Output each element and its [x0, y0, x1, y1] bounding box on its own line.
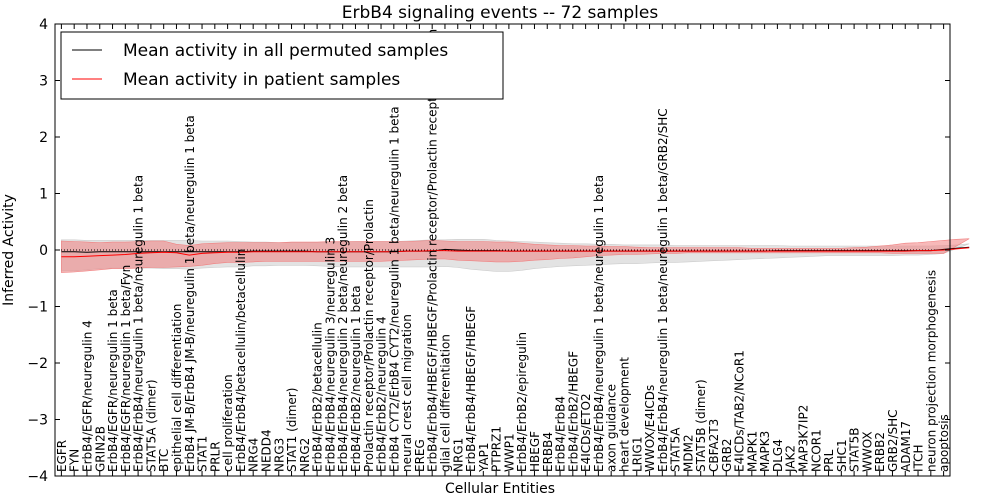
- x-tick-label: NRG2: [298, 438, 312, 472]
- series-band-2: [61, 238, 970, 273]
- x-tick-label: SHC1: [835, 439, 849, 472]
- x-tick-label: CBFA2T3: [707, 419, 721, 472]
- x-tick-label: axon guidance: [605, 384, 619, 472]
- x-tick-label: GRB2: [720, 438, 734, 472]
- x-tick-label: ERBB2: [873, 432, 887, 472]
- x-tick-label: ErbB4/ErbB4: [554, 396, 568, 472]
- x-tick-label: ErbB4/EGFR/neuregulin 1 beta: [106, 289, 120, 472]
- x-tick-label: neuron projection morphogenesis: [924, 270, 938, 472]
- y-axis-label: Inferred Activity: [1, 194, 17, 306]
- x-tick-label: ErbB4/ErbB2/betacellulin: [311, 322, 325, 472]
- x-tick-label: JAK2: [784, 445, 798, 473]
- x-tick-label: STAT5B: [848, 428, 862, 473]
- x-tick-label: ErbB4 JM-B/ErbB4 JM-B/neuregulin 1 beta/…: [183, 115, 197, 472]
- x-tick-label: NEDD4: [260, 429, 274, 472]
- plot-frame: [54, 23, 951, 477]
- x-tick-label: ErbB4/ErbB4/neuregulin 1 beta/neuregulin…: [656, 108, 670, 472]
- x-tick-label: MAPK1: [745, 431, 759, 472]
- chart-title: ErbB4 signaling events -- 72 samples: [342, 3, 659, 23]
- x-tick-label: E4ICDs/ETO2: [579, 393, 593, 472]
- x-tick-label: NRG4: [247, 438, 261, 472]
- x-tick-label: WWOX/E4ICDs: [643, 385, 657, 472]
- x-tick-label: ErbB4/ErbB2/epiregulin: [515, 332, 529, 472]
- x-tick-label: ErbB4/ErbB4/HBEGF/HBEGF: [464, 306, 478, 472]
- x-axis-label: Cellular Entities: [445, 481, 555, 497]
- x-tick-label: STAT1: [196, 436, 210, 472]
- y-tick-label: −3: [27, 413, 48, 429]
- x-tick-label: STAT5A: [669, 427, 683, 472]
- x-tick-label: ErbB4/ErbB4/neuregulin 2 beta/neuregulin…: [336, 175, 350, 472]
- x-tick-label: STAT5B (dimer): [694, 379, 708, 472]
- y-tick-label: 2: [39, 130, 48, 146]
- y-tick-label: −2: [27, 356, 48, 372]
- x-tick-label: NRG1: [451, 438, 465, 472]
- y-tick-label: 0: [39, 243, 48, 259]
- x-tick-label: WWOX: [860, 431, 874, 472]
- x-tick-label: ErbB4/ErbB4/HBEGF/HBEGF/Prolactin recept…: [426, 29, 440, 472]
- y-tick-label: 3: [39, 74, 48, 90]
- x-tick-label: EREG: [413, 439, 427, 472]
- x-tick-label: ErbB4/ErbB2/neuregulin 4: [375, 316, 389, 472]
- x-tick-label: ErbB4/ErbB4/betacellulin/betacellulin: [234, 249, 248, 472]
- x-tick-label: GRIN2B: [93, 426, 107, 472]
- x-tick-label: NCOR1: [809, 429, 823, 472]
- x-tick-label: ErbB4/ErbB2/HBEGF: [566, 351, 580, 472]
- legend: Mean activity in all permuted samplesMea…: [60, 31, 504, 100]
- x-tick-label: ITCH: [912, 444, 926, 472]
- y-axis: −4 −3 −2 −1 0 1 2 3 4: [27, 17, 950, 485]
- x-tick-label: WWP1: [502, 433, 516, 472]
- x-tick-label: ERBB4: [541, 432, 555, 472]
- x-tick-label: STAT1 (dimer): [285, 388, 299, 472]
- x-tick-label: GRB2/SHC: [886, 409, 900, 472]
- x-tick-label: DLG4: [771, 439, 785, 472]
- x-tick-label: MDM2: [681, 434, 695, 472]
- x-tick-label: FYN: [68, 449, 82, 472]
- confidence-bands: [61, 238, 970, 273]
- x-tick-label: PRLR: [208, 441, 222, 472]
- legend-box: [60, 31, 504, 100]
- x-tick-label: LRIG1: [630, 437, 644, 473]
- series-lines: [55, 246, 970, 258]
- legend-label-1: Mean activity in all permuted samples: [123, 41, 448, 61]
- x-tick-label: Prolactin receptor/Prolactin receptor/Pr…: [362, 199, 376, 472]
- x-tick-label: HBEGF: [528, 431, 542, 472]
- y-tick-label: 1: [39, 187, 48, 203]
- x-tick-label: E4ICDs/TAB2/NCoR1: [733, 350, 747, 472]
- x-tick-label: ErbB4 CYT2/ErbB4 CYT2/neuregulin 1 beta/…: [387, 106, 401, 472]
- x-tick-label: STAT5A (dimer): [144, 379, 158, 472]
- x-tick-label: YAP1: [477, 443, 491, 473]
- x-tick-label: heart development: [618, 357, 632, 472]
- x-tick-label: glial cell differentiation: [439, 334, 453, 472]
- x-tick-label: ErbB4/ErbB4/neuregulin 3/neuregulin 3: [323, 237, 337, 472]
- x-tick-label: ADAM17: [899, 421, 913, 472]
- x-tick-label: PTPRZ1: [490, 426, 504, 472]
- x-tick-label: ErbB4/EGFR/neuregulin 4: [81, 320, 95, 472]
- x-tick-label: MAPK3: [758, 431, 772, 472]
- x-tick-label: ErbB4/ErbB4/neuregulin 1 beta/neuregulin…: [592, 175, 606, 472]
- series-line-2: [61, 247, 970, 258]
- x-tick-label: ErbB4/EGFR/neuregulin 1 beta/Fyn: [119, 265, 133, 472]
- x-tick-label: cell proliferation: [221, 374, 235, 472]
- y-tick-label: −4: [27, 469, 48, 485]
- x-tick-label: BTC: [157, 449, 171, 472]
- x-tick-label: epithelial cell differentiation: [170, 304, 184, 472]
- legend-label-2: Mean activity in patient samples: [123, 70, 400, 90]
- x-tick-label: EGFR: [55, 440, 69, 472]
- x-tick-label: ErbB4/ErbB4/neuregulin 1 beta/neuregulin…: [132, 175, 146, 472]
- x-tick-label: ErbB4/ErbB2/neuregulin 1 beta: [349, 285, 363, 472]
- y-tick-label: −1: [27, 300, 48, 316]
- x-tick-label: NRG3: [272, 438, 286, 472]
- x-tick-label: PRL: [822, 449, 836, 472]
- y-tick-label: 4: [39, 17, 48, 33]
- x-tick-label: apoptosis: [937, 414, 951, 472]
- x-tick-label: MAP3K7IP2: [797, 405, 811, 472]
- x-tick-label: neural crest cell migration: [400, 314, 414, 472]
